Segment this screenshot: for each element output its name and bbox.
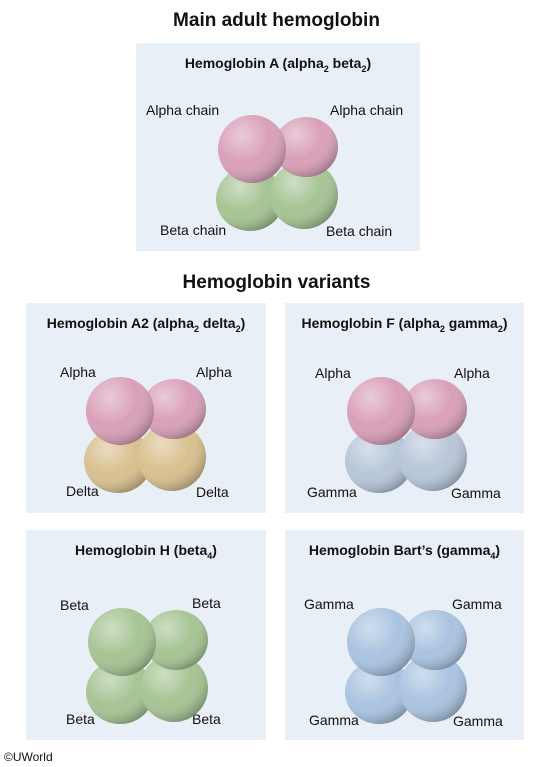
chain-label-top-right: Gamma bbox=[452, 596, 502, 612]
beta-subunit-back-bottom bbox=[86, 660, 154, 724]
hemoglobin-barts-panel: Hemoglobin Bart’s (gamma4) Gamma Gamma G… bbox=[285, 530, 524, 740]
hemoglobin-a2-molecule bbox=[84, 377, 206, 493]
panel-title: Hemoglobin H (beta4) bbox=[75, 542, 217, 561]
alpha-subunit-front bbox=[86, 377, 154, 445]
chain-label-top-right: Beta bbox=[192, 595, 221, 611]
chain-label-bottom-left: Beta chain bbox=[160, 222, 227, 238]
hemoglobin-h-panel: Hemoglobin H (beta4) Beta Beta Beta Beta bbox=[26, 530, 266, 740]
delta-subunit-front bbox=[138, 423, 206, 491]
hemoglobin-f-molecule bbox=[345, 377, 467, 493]
hemoglobin-f-panel: Hemoglobin F (alpha2 gamma2) Alpha Alpha… bbox=[285, 303, 524, 513]
gamma-subunit-back-top bbox=[403, 610, 467, 670]
main-heading: Main adult hemoglobin bbox=[173, 10, 380, 31]
gamma-subunit-back-bottom bbox=[345, 660, 413, 724]
chain-label-bottom-right: Gamma bbox=[451, 485, 501, 501]
beta-subunit-front bbox=[270, 161, 338, 229]
gamma-subunit-front bbox=[399, 423, 467, 491]
alpha-subunit-back bbox=[403, 379, 467, 439]
gamma-subunit-front-bottom bbox=[399, 654, 467, 722]
hemoglobin-a-molecule bbox=[216, 115, 338, 231]
beta-subunit-front-top bbox=[88, 608, 156, 676]
chain-label-bottom-left: Delta bbox=[66, 483, 99, 499]
beta-subunit-back-top bbox=[144, 610, 208, 670]
panel-title: Hemoglobin A2 (alpha2 delta2) bbox=[46, 315, 246, 334]
hemoglobin-a-panel: Hemoglobin A (alpha2 beta2) Alpha chain … bbox=[136, 43, 420, 251]
chain-label-top-left: Beta bbox=[60, 597, 89, 613]
chain-label-top-left: Alpha bbox=[315, 365, 351, 381]
chain-label-top-right: Alpha bbox=[454, 365, 490, 381]
chain-label-top-left: Gamma bbox=[304, 596, 354, 612]
beta-subunit-back bbox=[216, 167, 284, 231]
hemoglobin-h-molecule bbox=[86, 608, 208, 724]
beta-subunit-front-bottom bbox=[140, 654, 208, 722]
variants-heading: Hemoglobin variants bbox=[182, 272, 371, 293]
hemoglobin-barts-molecule bbox=[345, 608, 467, 724]
alpha-subunit-back bbox=[142, 379, 206, 439]
chain-label-bottom-right: Beta bbox=[192, 711, 221, 727]
panel-title: Hemoglobin A (alpha2 beta2) bbox=[184, 55, 372, 74]
alpha-subunit-front bbox=[347, 377, 415, 445]
copyright-credit: ©UWorld bbox=[4, 750, 53, 764]
chain-label-bottom-right: Beta chain bbox=[326, 223, 393, 239]
panel-title: Hemoglobin F (alpha2 gamma2) bbox=[301, 315, 508, 334]
chain-label-top-right: Alpha chain bbox=[330, 102, 404, 118]
chain-label-bottom-right: Gamma bbox=[453, 713, 503, 729]
gamma-subunit-back bbox=[345, 429, 413, 493]
hemoglobin-a2-panel: Hemoglobin A2 (alpha2 delta2) Alpha Alph… bbox=[26, 303, 266, 513]
chain-label-bottom-left: Gamma bbox=[309, 712, 359, 728]
chain-label-top-left: Alpha bbox=[60, 364, 96, 380]
chain-label-top-left: Alpha chain bbox=[146, 102, 220, 118]
alpha-subunit-front bbox=[218, 115, 286, 183]
chain-label-bottom-left: Gamma bbox=[307, 484, 357, 500]
chain-label-top-right: Alpha bbox=[196, 364, 232, 380]
chain-label-bottom-right: Delta bbox=[196, 484, 229, 500]
chain-label-bottom-left: Beta bbox=[66, 711, 95, 727]
alpha-subunit-back bbox=[274, 117, 338, 177]
delta-subunit-back bbox=[84, 429, 152, 493]
gamma-subunit-front-top bbox=[347, 608, 415, 676]
panel-title: Hemoglobin Bart’s (gamma4) bbox=[308, 542, 501, 561]
